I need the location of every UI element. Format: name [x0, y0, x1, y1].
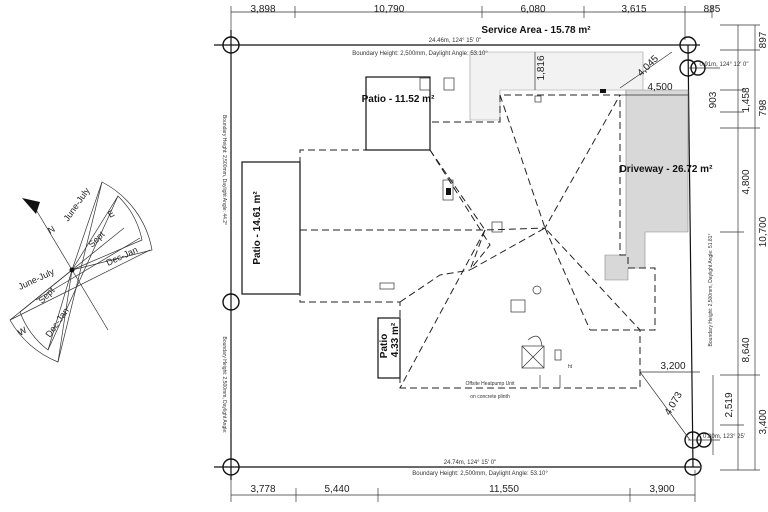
- corner-marker: [222, 293, 240, 311]
- compass-june-july-1: June-July: [61, 185, 92, 223]
- label-service-area: Service Area - 15.78 m²: [481, 25, 591, 36]
- note-heatpump-2: on concrete plinth: [470, 394, 510, 400]
- boundary-top-height: Boundary Height: 2,500mm, Daylight Angle…: [352, 51, 488, 57]
- right-dim-4800: 4,800: [741, 169, 752, 194]
- boundary-markers: [222, 36, 712, 476]
- label-patio-small-1: Patio: [379, 334, 390, 358]
- compass-north: N: [46, 224, 57, 236]
- corner-marker: [679, 36, 697, 54]
- corner-marker: [690, 60, 706, 76]
- patio-top: [365, 76, 431, 151]
- bottom-dim-3: 11,550: [489, 484, 519, 495]
- property-boundary: [214, 30, 720, 480]
- dim-1816: 1,816: [536, 55, 547, 80]
- dim-4073: 4,073: [663, 390, 685, 418]
- label-patio-small-2: 4.33 m²: [390, 322, 401, 357]
- top-dim-5: 885: [704, 4, 721, 15]
- boundary-right-bottom: 0.80m, 123° 25': [703, 434, 745, 440]
- corner-marker: [222, 36, 240, 54]
- boundary-right-side: Boundary Height: 2,500mm, Daylight Angle…: [708, 234, 714, 347]
- corner-marker: [684, 431, 702, 449]
- house-outline: [299, 94, 656, 389]
- corner-marker: [679, 59, 697, 77]
- label-driveway: Driveway - 26.72 m²: [620, 164, 713, 175]
- boundary-left-side-2: Boundary Height: 2,500mm, Daylight Angle…: [221, 337, 227, 434]
- label-patio-top: Patio - 11.52 m²: [362, 94, 435, 105]
- right-dim-8640: 8,640: [741, 337, 752, 362]
- dim-4500: 4,500: [647, 82, 672, 93]
- right-dim-3400: 3,400: [758, 409, 768, 434]
- note-heatpump-1: Offsite Heatpump Unit: [465, 381, 515, 387]
- service-area: [469, 51, 644, 121]
- boundary-left-side: Boundary Height: 2,500mm, Daylight Angle…: [221, 115, 227, 225]
- bottom-dim-4: 3,900: [649, 484, 674, 495]
- top-dim-4: 3,615: [621, 4, 646, 15]
- compass-sept-1: Sept: [86, 229, 107, 250]
- top-dim-2: 10,790: [374, 4, 405, 15]
- patios: [241, 76, 455, 379]
- boundary-bottom-height: Boundary Height: 2,500mm, Daylight Angle…: [412, 471, 548, 477]
- right-dim-10700: 10,700: [758, 216, 768, 247]
- boundary-bottom-length: 24.74m, 124° 15' 0": [444, 460, 496, 466]
- label-patio-left: Patio - 14.61 m²: [252, 191, 263, 265]
- boundary-right-top: 0.91m, 124° 12' 0": [699, 62, 748, 68]
- top-dim-1: 3,898: [250, 4, 275, 15]
- bottom-dim-2: 5,440: [324, 484, 349, 495]
- compass-rose: [9, 181, 153, 363]
- right-dim-2519: 2,519: [724, 392, 735, 417]
- bottom-dim-1: 3,778: [250, 484, 275, 495]
- shaded-areas: [469, 51, 689, 281]
- fixtures: [442, 89, 606, 388]
- dimension-lines: [230, 6, 760, 502]
- patio-small: [377, 317, 401, 379]
- compass-dec-jan-2: Dec-Jan: [43, 306, 70, 339]
- compass-east: E: [106, 208, 116, 220]
- driveway-area: [604, 89, 689, 281]
- corner-marker: [696, 432, 712, 448]
- north-arrow-icon: [22, 198, 40, 214]
- corner-marker: [684, 458, 702, 476]
- inner-dims: [534, 51, 700, 441]
- right-dim-903: 903: [708, 91, 719, 108]
- dim-3200: 3,200: [660, 361, 685, 372]
- top-dim-3: 6,080: [520, 4, 545, 15]
- right-dim-1458: 1,458: [741, 87, 752, 112]
- compass-sept-2: Sept: [36, 285, 57, 306]
- corner-marker: [222, 458, 240, 476]
- note-ht: ht: [568, 364, 573, 370]
- right-dim-798: 798: [758, 99, 768, 116]
- right-dim-897: 897: [758, 31, 768, 48]
- boundary-top-length: 24.46m, 124° 15' 0": [429, 38, 481, 44]
- patio-left: [241, 161, 301, 295]
